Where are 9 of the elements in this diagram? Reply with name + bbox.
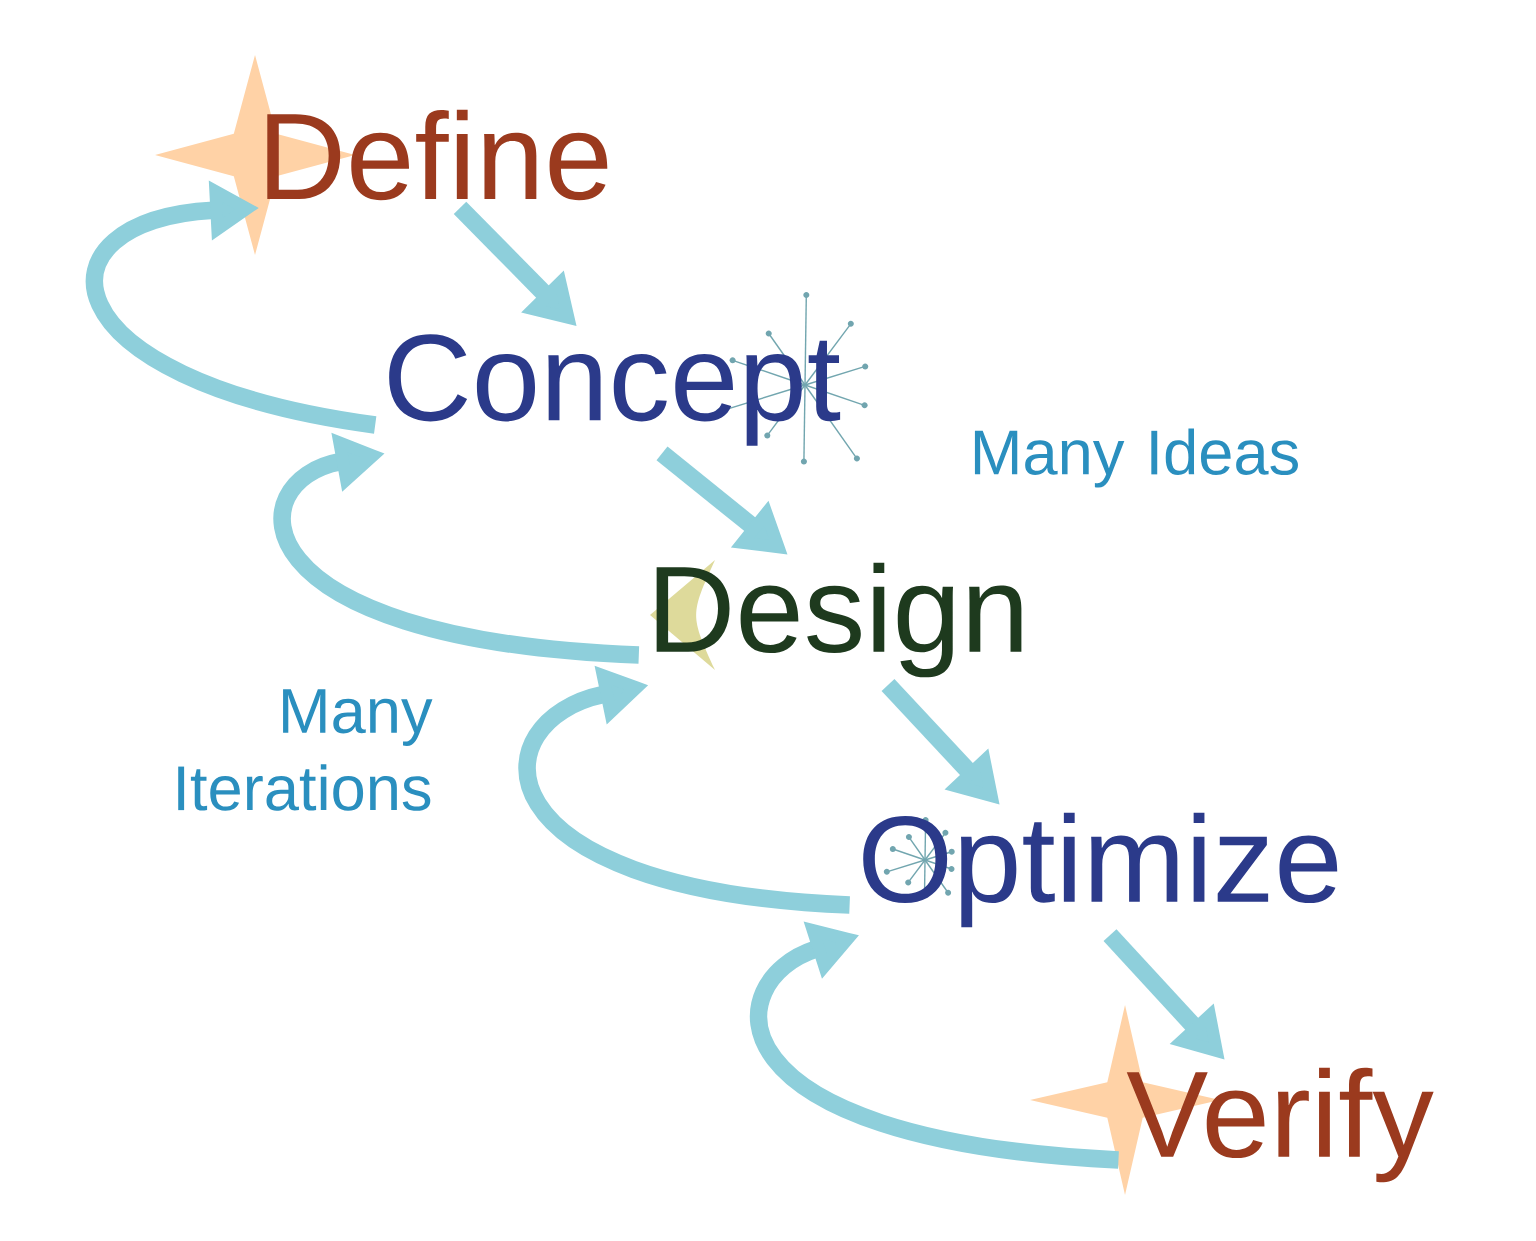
- stage-word: Design: [656, 562, 1022, 678]
- note-text: Many Iterations: [178, 689, 433, 811]
- arrow: [749, 921, 1120, 1169]
- arrow: [273, 432, 640, 664]
- arrow: [86, 180, 377, 434]
- note-text: Many Ideas: [974, 428, 1298, 488]
- stage-word: Define: [267, 109, 608, 201]
- arrow: [519, 665, 851, 914]
- stage-word: Verify: [1126, 1067, 1434, 1183]
